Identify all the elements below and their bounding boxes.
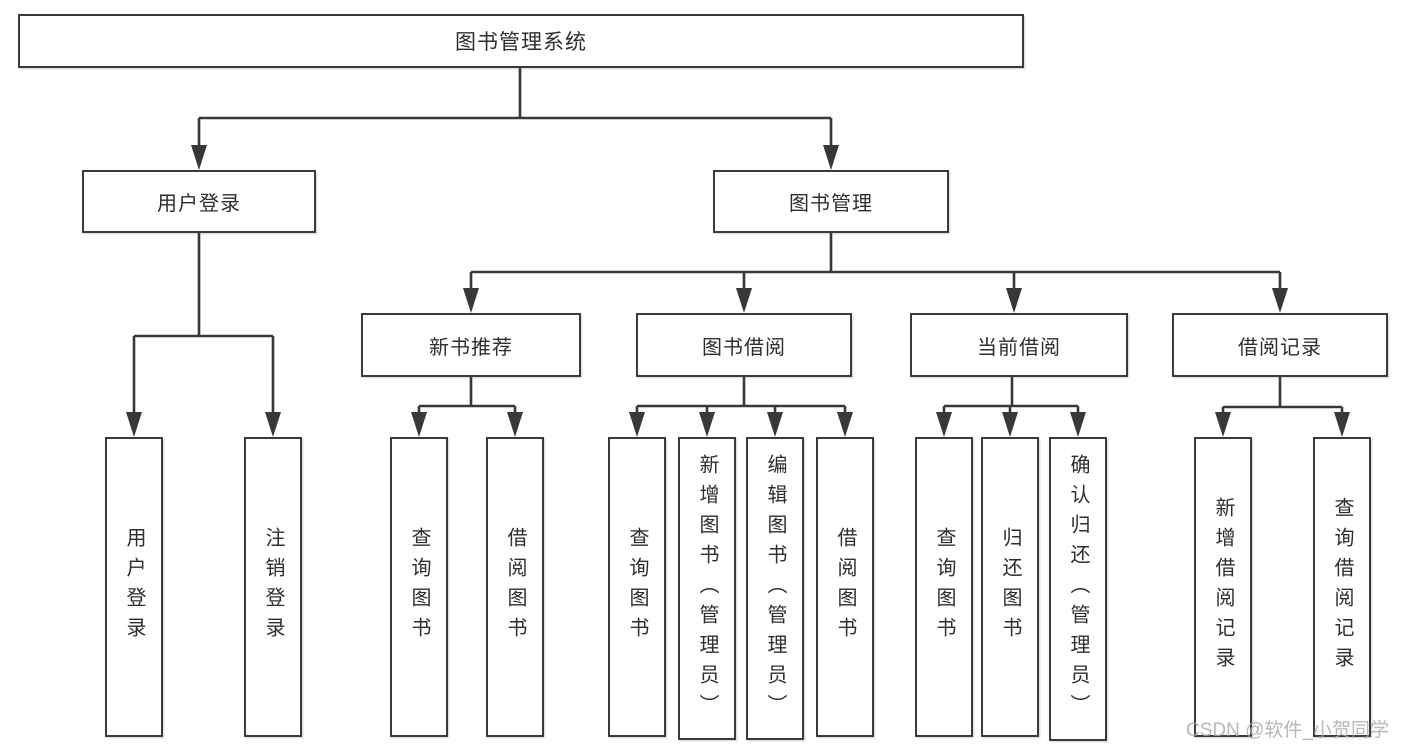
node-cb-confirm-return-leaf: 确认归还（管理员） [1049, 437, 1107, 741]
node-rec-borrow-book-leaf: 借阅图书 [486, 437, 544, 737]
node-label: 查询借阅记录 [1331, 497, 1353, 677]
node-borrow-record: 借阅记录 [1172, 313, 1388, 377]
new-book-rec-branch-connector [411, 377, 523, 437]
node-label: 归还图书 [999, 527, 1021, 647]
node-label: 查询图书 [408, 527, 430, 647]
node-rec-query-book-leaf: 查询图书 [390, 437, 448, 737]
node-label: 新增图书（管理员） [696, 453, 718, 724]
node-logout-leaf: 注销登录 [244, 437, 302, 737]
node-new-book-rec: 新书推荐 [361, 313, 581, 377]
node-label: 新增借阅记录 [1212, 497, 1234, 677]
node-label: 借阅图书 [834, 527, 856, 647]
node-label: 用户登录 [157, 193, 241, 215]
node-book-mgmt-group: 图书管理 [713, 170, 949, 233]
node-root: 图书管理系统 [18, 14, 1024, 68]
node-br-query-record-leaf: 查询借阅记录 [1313, 437, 1371, 737]
current-borrow-branch-connector [936, 377, 1086, 437]
node-label: 图书借阅 [702, 336, 786, 359]
node-label: 当前借阅 [977, 336, 1061, 359]
node-br-add-record-leaf: 新增借阅记录 [1194, 437, 1252, 737]
node-label: 用户登录 [123, 527, 145, 647]
node-label: 注销登录 [262, 527, 284, 647]
watermark: CSDN @软件_小贺同学 [1186, 720, 1389, 741]
node-label: 新书推荐 [429, 336, 513, 359]
node-label: 编辑图书（管理员） [764, 453, 786, 724]
node-bb-query-book-leaf: 查询图书 [608, 437, 666, 737]
node-label: 借阅记录 [1238, 336, 1322, 359]
node-label: 确认归还（管理员） [1067, 454, 1089, 724]
node-label: 查询图书 [626, 527, 648, 647]
node-label: 借阅图书 [504, 527, 526, 647]
node-bb-add-book-leaf: 新增图书（管理员） [678, 437, 736, 740]
node-label: 图书管理系统 [455, 31, 587, 54]
node-cb-return-book-leaf: 归还图书 [981, 437, 1039, 737]
book-borrow-branch-connector [629, 377, 853, 437]
book-mgmt-branch-connector [463, 233, 1288, 313]
node-label: 图书管理 [789, 193, 873, 215]
node-cb-query-book-leaf: 查询图书 [915, 437, 973, 737]
node-bb-borrow-book-leaf: 借阅图书 [816, 437, 874, 737]
node-label: 查询图书 [933, 527, 955, 647]
node-user-login-leaf: 用户登录 [105, 437, 163, 737]
node-bb-edit-book-leaf: 编辑图书（管理员） [746, 437, 804, 740]
borrow-record-branch-connector [1215, 377, 1350, 437]
node-book-borrow: 图书借阅 [636, 313, 852, 377]
node-current-borrow: 当前借阅 [910, 313, 1128, 377]
user-login-branch-connector [126, 233, 281, 437]
node-user-login-group: 用户登录 [82, 170, 316, 233]
root-branch-connector [191, 68, 839, 170]
